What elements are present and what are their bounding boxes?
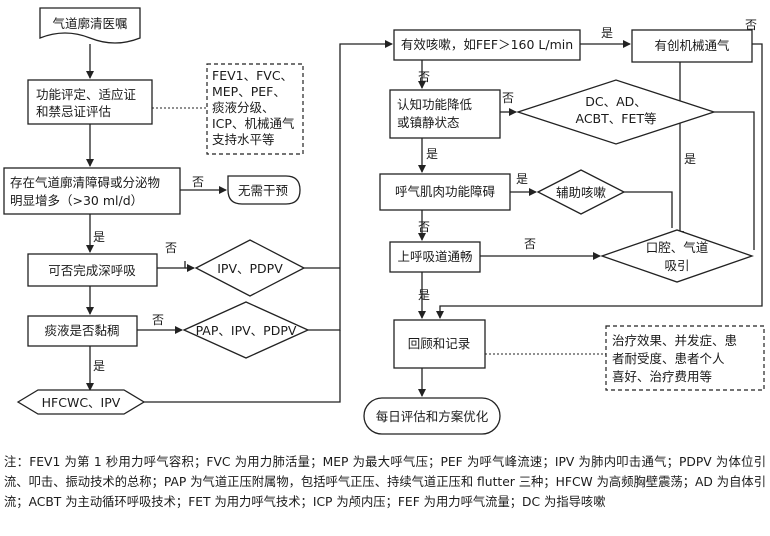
svg-text:存在气道廓清障碍或分泌物: 存在气道廓清障碍或分泌物	[10, 175, 160, 190]
no-label: 否	[524, 237, 536, 251]
svg-text:和禁忌证评估: 和禁忌证评估	[36, 104, 111, 119]
node-assisted-cough: 辅助咳嗽	[536, 169, 626, 215]
node-cognitive-question: 认知功能降低 或镇静状态	[389, 89, 501, 139]
node-review-notes: 治疗效果、并发症、患 者耐受度、患者个人 喜好、治疗费用等	[605, 325, 765, 391]
no-label: 否	[192, 175, 204, 189]
no-label: 否	[152, 313, 164, 327]
yes-label: 是	[93, 230, 105, 244]
svg-text:气道廓清医嘱: 气道廓清医嘱	[52, 16, 127, 31]
svg-text:痰液分级、: 痰液分级、	[212, 100, 275, 115]
svg-text:治疗效果、并发症、患: 治疗效果、并发症、患	[612, 333, 737, 348]
flowchart: 否 是 否 否 是 是 否 是 否 否 是 是 否 否 是 气道廓清医嘱 功能评…	[3, 7, 765, 435]
no-label: 否	[165, 241, 177, 255]
yes-label: 是	[418, 288, 430, 302]
svg-text:有创机械通气: 有创机械通气	[654, 38, 730, 53]
node-start: 气道廓清医嘱	[39, 7, 141, 44]
svg-text:ACBT、FET等: ACBT、FET等	[576, 111, 657, 126]
yes-label: 是	[93, 359, 105, 373]
node-hfcwc-ipv: HFCWC、IPV	[16, 389, 146, 415]
svg-text:者耐受度、患者个人: 者耐受度、患者个人	[612, 351, 725, 366]
footnote: 注：FEV1 为第 1 秒用力呼气容积；FVC 为用力肺活量；MEP 为最大呼气…	[4, 455, 766, 509]
node-indicators: FEV1、FVC、 MEP、PEF、 痰液分级、 ICP、机械通气 支持水平等	[206, 63, 304, 155]
no-label: 否	[418, 220, 430, 234]
node-secretion-question: 存在气道廓清障碍或分泌物 明显增多（>30 ml/d）	[3, 167, 181, 215]
no-label: 否	[502, 91, 514, 105]
svg-text:支持水平等: 支持水平等	[212, 132, 275, 147]
svg-text:吸引: 吸引	[664, 258, 689, 273]
svg-text:功能评定、适应证: 功能评定、适应证	[36, 87, 137, 102]
no-label: 否	[418, 70, 430, 84]
svg-text:MEP、PEF、: MEP、PEF、	[212, 84, 286, 99]
node-upper-airway-question: 上呼吸道通畅	[389, 241, 481, 273]
svg-text:有效咳嗽，如FEF＞160 L/min: 有效咳嗽，如FEF＞160 L/min	[401, 37, 573, 52]
svg-text:HFCWC、IPV: HFCWC、IPV	[42, 395, 121, 410]
svg-text:ICP、机械通气: ICP、机械通气	[212, 116, 295, 131]
node-pap-ipv-pdpv: PAP、IPV、PDPV	[182, 301, 310, 359]
node-dc-ad-acbt-fet: DC、AD、 ACBT、FET等	[515, 79, 717, 145]
svg-text:每日评估和方案优化: 每日评估和方案优化	[376, 409, 489, 424]
branch-labels: 否 是 否 否 是 是 否 是 否 否 是 是 否 否 是	[93, 18, 757, 373]
svg-text:IPV、PDPV: IPV、PDPV	[217, 261, 283, 276]
node-oral-suction: 口腔、气道 吸引	[600, 229, 754, 283]
svg-text:DC、AD、: DC、AD、	[585, 94, 647, 109]
node-daily-evaluation: 每日评估和方案优化	[363, 397, 501, 435]
svg-text:喜好、治疗费用等: 喜好、治疗费用等	[612, 369, 712, 384]
svg-text:可否完成深呼吸: 可否完成深呼吸	[48, 263, 136, 278]
node-cough-question: 有效咳嗽，如FEF＞160 L/min	[393, 29, 581, 61]
svg-text:呼气肌肉功能障碍: 呼气肌肉功能障碍	[395, 184, 495, 199]
node-muscle-question: 呼气肌肉功能障碍	[379, 173, 511, 211]
svg-text:或镇静状态: 或镇静状态	[397, 115, 460, 130]
svg-text:口腔、气道: 口腔、气道	[646, 240, 709, 255]
node-evaluation: 功能评定、适应证 和禁忌证评估	[27, 79, 153, 125]
node-ventilation: 有创机械通气	[631, 29, 753, 63]
svg-text:辅助咳嗽: 辅助咳嗽	[556, 185, 607, 200]
yes-label: 是	[516, 172, 528, 186]
node-no-intervention: 无需干预	[227, 175, 301, 205]
svg-text:回顾和记录: 回顾和记录	[408, 336, 471, 351]
yes-label: 是	[684, 152, 696, 166]
node-review: 回顾和记录	[393, 319, 486, 369]
yes-label: 是	[601, 26, 613, 40]
svg-text:痰液是否黏稠: 痰液是否黏稠	[44, 323, 119, 338]
svg-text:PAP、IPV、PDPV: PAP、IPV、PDPV	[196, 323, 297, 338]
node-sticky-question: 痰液是否黏稠	[27, 315, 138, 347]
yes-label: 是	[426, 147, 438, 161]
svg-text:明显增多（>30 ml/d）: 明显增多（>30 ml/d）	[10, 193, 143, 208]
svg-text:上呼吸道通畅: 上呼吸道通畅	[397, 249, 472, 264]
node-deep-breath-question: 可否完成深呼吸	[27, 253, 158, 287]
no-label: 否	[745, 18, 757, 32]
svg-text:无需干预: 无需干预	[238, 183, 288, 198]
connectors	[86, 40, 763, 403]
node-ipv-pdpv: IPV、PDPV	[194, 239, 306, 297]
svg-text:FEV1、FVC、: FEV1、FVC、	[212, 68, 293, 83]
svg-text:认知功能降低: 认知功能降低	[397, 97, 473, 112]
